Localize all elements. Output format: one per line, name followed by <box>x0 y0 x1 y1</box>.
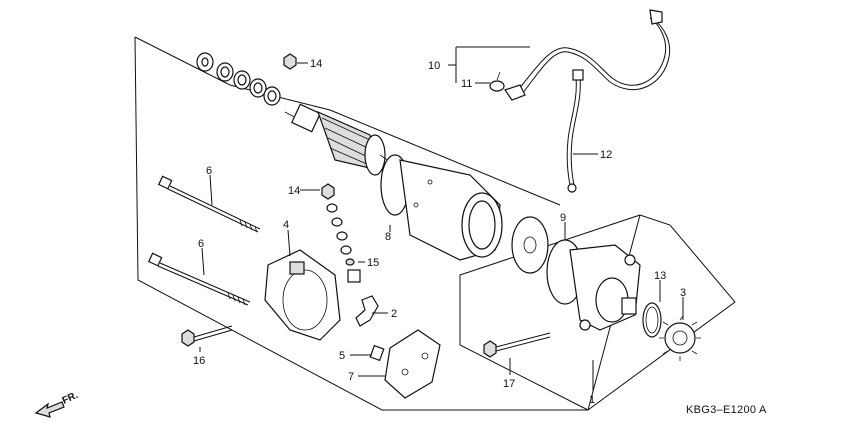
callout-16: 16 <box>193 355 205 367</box>
brush-holder <box>384 329 441 399</box>
callout-6-upper: 6 <box>206 165 212 177</box>
callout-15: 15 <box>367 257 379 269</box>
callout-11: 11 <box>461 78 472 90</box>
nut-part-14-top <box>283 53 297 70</box>
callout-10: 10 <box>428 60 440 72</box>
diagram-code: KBG3–E1200 A <box>686 404 767 416</box>
callout-3: 3 <box>680 287 686 299</box>
bolt-part-17 <box>483 332 551 358</box>
brush <box>369 344 385 362</box>
callout-7: 7 <box>348 371 354 383</box>
callout-12: 12 <box>600 149 612 161</box>
washer-stack <box>321 183 361 283</box>
callout-5: 5 <box>339 350 345 362</box>
rear-cover <box>264 249 341 341</box>
callout-14-top: 14 <box>310 58 322 70</box>
front-cover <box>546 239 641 331</box>
front-direction-arrow-icon: FR. <box>34 390 80 418</box>
shim-washers <box>196 52 281 106</box>
armature <box>284 103 396 176</box>
callout-6-lower: 6 <box>198 238 204 250</box>
drive-sprocket <box>659 315 701 361</box>
callout-9: 9 <box>560 212 566 224</box>
callout-1: 1 <box>589 394 595 406</box>
callout-14-mid: 14 <box>288 185 300 197</box>
direction-label: FR. <box>61 390 80 407</box>
callout-13: 13 <box>654 270 666 282</box>
through-bolts <box>147 175 261 306</box>
callout-17: 17 <box>503 378 515 390</box>
gasket-disc <box>511 216 549 274</box>
starter-cable <box>504 9 671 193</box>
brush-spring <box>355 295 379 327</box>
bolt-part-16 <box>181 325 233 347</box>
yoke-housing <box>380 154 503 261</box>
leader-lines <box>199 46 684 392</box>
terminal-nut <box>489 71 505 92</box>
callout-4: 4 <box>283 219 289 231</box>
callout-2: 2 <box>391 308 397 320</box>
callout-8: 8 <box>385 231 391 243</box>
